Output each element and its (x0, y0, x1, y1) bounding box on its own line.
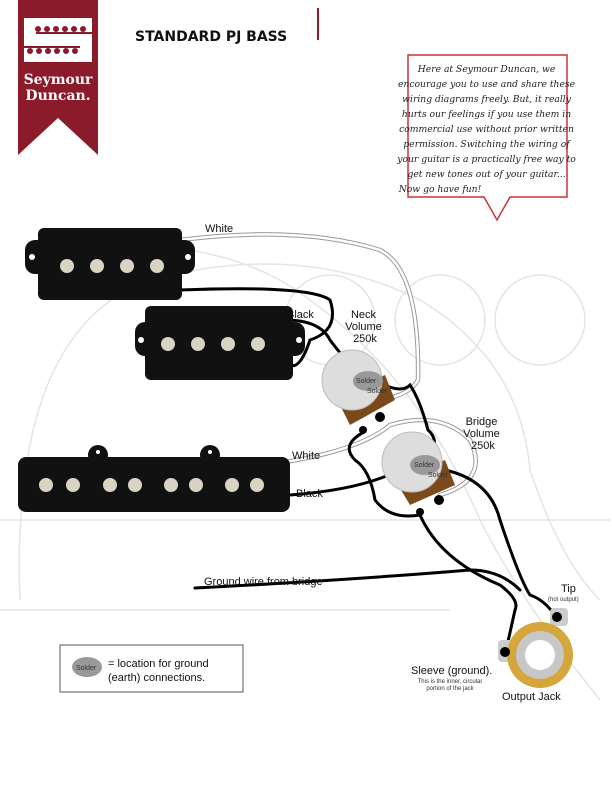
white-wire-label: White (205, 223, 233, 235)
notice-bubble: Here at Seymour Duncan, we encourage you… (396, 54, 578, 222)
legend-line2: (earth) connections. (108, 672, 205, 684)
notice-line: get new tones out of your guitar... (407, 169, 565, 180)
solder-label: Solder (414, 462, 435, 469)
page-title: STANDARD PJ BASS (135, 29, 287, 45)
legend: Solder = location for ground (earth) con… (59, 644, 244, 693)
brand-line1: Seymour (24, 72, 93, 88)
tip-sublabel: (hot output) (548, 597, 579, 603)
solder-label: Solder (428, 472, 449, 479)
neck-pickup-upper (25, 228, 195, 300)
solder-label: Solder (367, 388, 388, 395)
legend-solder: Solder (76, 665, 97, 672)
neck-volume-label: Neck Volume 250k (345, 309, 385, 345)
brand-line2: Duncan. (25, 88, 90, 104)
bridge-volume-pot: Solder Solder (381, 431, 455, 516)
black-wire-label-bridge: Black (296, 488, 323, 500)
notice-line: wiring diagrams freely. But, it really (402, 94, 572, 105)
legend-line1: = location for ground (108, 658, 209, 670)
notice-line: Now go have fun! (398, 184, 482, 195)
notice-line: permission. Switching the wiring of (403, 139, 571, 150)
notice-line: hurts our feelings if you use them in (402, 109, 571, 120)
sleeve-sublabel: This is the inner, circular (418, 679, 483, 685)
white-wire-label-bridge: White (292, 450, 320, 462)
sleeve-sublabel: portion of the jack (426, 686, 474, 692)
output-jack (498, 608, 573, 688)
notice-line: your guitar is a practically free way to (396, 154, 576, 165)
black-wire-label: Black (287, 309, 314, 321)
neck-pickup-lower (135, 306, 305, 380)
background-body-outline (0, 244, 610, 701)
solder-label: Solder (356, 378, 377, 385)
notice-line: commercial use without prior written (399, 124, 574, 135)
seymour-duncan-logo: Seymour Duncan. (18, 0, 98, 155)
neck-volume-pot: Solder Solder (321, 349, 395, 434)
bridge-volume-label: Bridge Volume 250k (463, 416, 503, 452)
tip-label: Tip (561, 583, 576, 595)
notice-line: encourage you to use and share these (398, 79, 576, 90)
sleeve-label: Sleeve (ground). (411, 665, 492, 677)
notice-line: Here at Seymour Duncan, we (417, 64, 556, 75)
svg-text:Here at Seymour Duncan, we: Here at Seymour Duncan, we encourage you… (396, 64, 578, 195)
ground-wire-label: Ground wire from bridge (204, 576, 323, 588)
bridge-j-pickup (18, 445, 290, 512)
output-jack-label: Output Jack (502, 691, 561, 703)
